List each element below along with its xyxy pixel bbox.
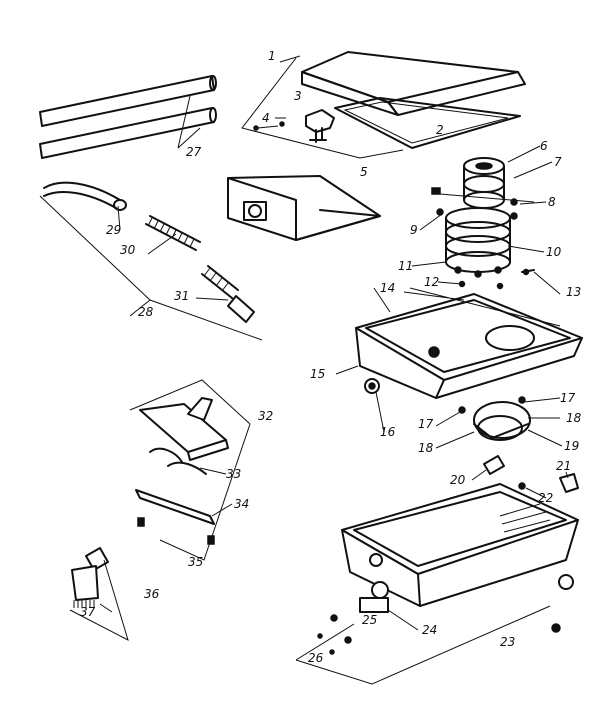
callout-5: 5: [360, 165, 368, 179]
callout-2: 2: [436, 123, 444, 137]
part-extension-wands: [39, 75, 217, 159]
callout-18a: 18: [418, 441, 434, 455]
callout-leaders: [99, 145, 569, 631]
part-latch-screw: [253, 117, 286, 131]
callout-23: 23: [500, 635, 515, 649]
part-floor-tool-springs: [149, 447, 207, 475]
callout-32: 32: [258, 409, 273, 423]
part-hose-handle: [43, 181, 127, 211]
callout-36: 36: [144, 587, 160, 601]
callout-31: 31: [174, 289, 189, 303]
leader-base-group: [295, 605, 551, 685]
callout-17a: 17: [560, 391, 576, 405]
part-gasket: [334, 97, 521, 149]
callout-4: 4: [262, 111, 270, 125]
callout-24: 24: [422, 623, 437, 637]
callout-21: 21: [556, 459, 571, 473]
callout-8: 8: [548, 195, 556, 209]
callout-11: 11: [398, 259, 413, 273]
leader-tank-group: [373, 287, 561, 327]
part-switch: [483, 455, 579, 493]
part-floor-tool-squeegee: [135, 489, 215, 525]
callout-26: 26: [308, 651, 324, 665]
callout-34: 34: [234, 497, 249, 511]
part-filter-box: [227, 175, 381, 241]
callout-19: 19: [564, 439, 579, 453]
part-upper-tank: [355, 293, 583, 399]
callout-28: 28: [138, 305, 154, 319]
callout-30: 30: [120, 243, 136, 257]
callout-labels: 1 2 3 4 5 6 7 8 9 10 11 12 13 14 15 16 1…: [80, 49, 582, 665]
part-latch: [305, 109, 335, 143]
callout-14: 14: [380, 281, 395, 295]
part-float-cage: [458, 396, 531, 441]
callout-7: 7: [554, 155, 562, 169]
callout-33: 33: [226, 467, 241, 481]
callout-37: 37: [80, 605, 96, 619]
leader-brush-group: [69, 559, 129, 641]
part-motor-top: [463, 157, 505, 209]
leader-cover-group: [241, 55, 404, 159]
callout-29: 29: [106, 223, 121, 237]
part-floor-tool: [139, 397, 229, 461]
leader-hose-group: [39, 195, 263, 341]
callout-6: 6: [540, 139, 548, 153]
leader-tool-group: [129, 379, 251, 561]
callout-17b: 17: [418, 417, 434, 431]
part-dust-brush: [71, 547, 109, 608]
part-caster: [359, 581, 561, 633]
part-motor-body: [445, 207, 511, 278]
callout-1: 1: [268, 49, 276, 63]
callout-3: 3: [294, 89, 302, 103]
callout-9: 9: [410, 223, 418, 237]
callout-18b: 18: [566, 411, 582, 425]
callout-10: 10: [546, 245, 562, 259]
callout-13: 13: [566, 285, 581, 299]
part-cover-lid: [301, 51, 526, 116]
part-screws: [431, 187, 535, 290]
callout-35: 35: [188, 555, 203, 569]
callout-12: 12: [424, 275, 439, 289]
part-caster-hardware: [317, 614, 352, 655]
part-hose-fitting: [201, 265, 255, 323]
part-lower-tank: [341, 483, 579, 607]
part-hose-coil: [145, 215, 201, 251]
callout-15: 15: [310, 367, 325, 381]
part-floor-tool-wheels: [137, 517, 215, 545]
callout-16: 16: [380, 425, 396, 439]
callout-27: 27: [186, 145, 202, 159]
callout-25: 25: [362, 613, 377, 627]
callout-20: 20: [450, 473, 466, 487]
